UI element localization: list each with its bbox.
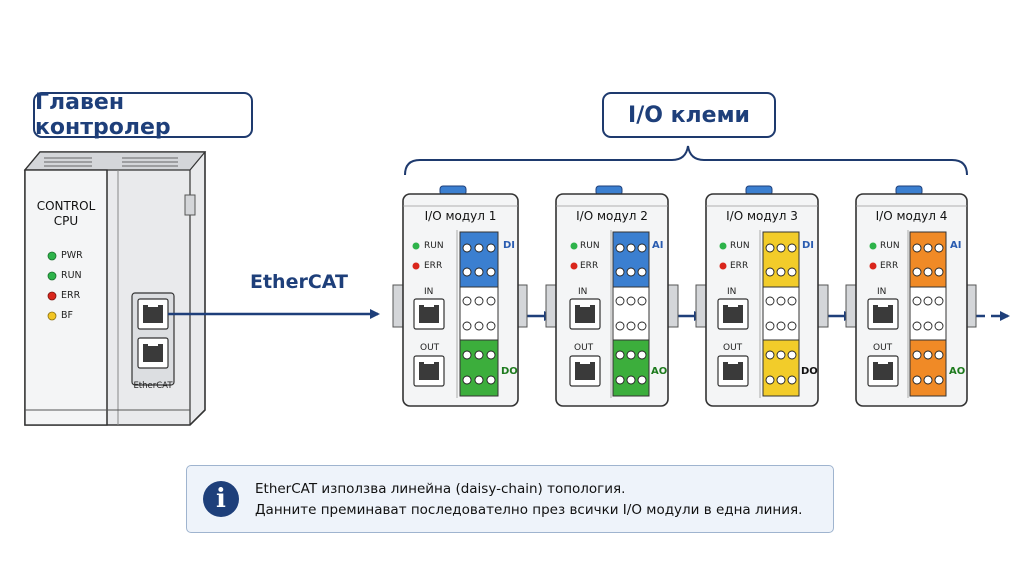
info-icon: i: [203, 481, 239, 517]
main-controller-title-text: Главен контролер: [35, 90, 171, 140]
module-1-title: I/O модул 1: [424, 209, 497, 223]
module-3-out-label: OUT: [723, 343, 743, 353]
pwr-led: [47, 251, 57, 261]
module-1-in-label: IN: [424, 287, 434, 297]
pwr-led-label: PWR: [61, 250, 83, 261]
module-1-err-label: ERR: [424, 261, 443, 271]
io-module-2: [545, 185, 679, 407]
info-line-2: Данните преминават последователно през в…: [255, 502, 803, 518]
main-controller-title: Главен контролер: [33, 90, 253, 140]
module-2-in-label: IN: [578, 287, 588, 297]
err-led: [47, 291, 57, 301]
bf-led-label: BF: [61, 310, 73, 321]
module-4-title: I/O модул 4: [875, 209, 948, 223]
module-2-run-label: RUN: [580, 241, 600, 251]
io-terminals-title-text: I/O клеми: [628, 102, 750, 128]
io-module-1: [392, 185, 528, 407]
io-terminals-title: I/O клеми: [602, 92, 776, 138]
module-4-bottom-signal: AO: [949, 366, 966, 377]
module-4-top-signal: AI: [950, 240, 962, 251]
err-led-label: ERR: [61, 290, 81, 301]
module-4-in-label: IN: [877, 287, 887, 297]
module-3-title: I/O модул 3: [726, 209, 798, 223]
io-brace: [404, 145, 968, 176]
module-3-err-label: ERR: [730, 261, 749, 271]
info-line-1: EtherCAT използва линейна (daisy-chain) …: [255, 481, 626, 497]
module-2-bottom-signal: AO: [651, 366, 668, 377]
controller-label-control: CONTROL: [36, 199, 96, 213]
module-2-title: I/O модул 2: [576, 209, 648, 223]
run-led: [47, 271, 57, 281]
controller-ethercat-port-label: EtherCAT: [133, 381, 173, 391]
module-1-run-label: RUN: [424, 241, 444, 251]
module-2-err-label: ERR: [580, 261, 599, 271]
run-led-label: RUN: [61, 270, 82, 281]
module-4-out-label: OUT: [873, 343, 893, 353]
bf-led: [47, 311, 57, 321]
module-3-top-signal: DI: [802, 240, 815, 251]
module-1-top-signal: DI: [503, 240, 516, 251]
io-module-4: [845, 185, 977, 407]
module-1-bottom-signal: DO: [501, 366, 518, 377]
module-3-run-label: RUN: [730, 241, 750, 251]
module-4-err-label: ERR: [880, 261, 899, 271]
controller-device: [23, 151, 207, 426]
io-module-3: [695, 185, 829, 407]
controller-label-cpu: CPU: [53, 214, 79, 228]
module-3-in-label: IN: [727, 287, 737, 297]
module-2-out-label: OUT: [574, 343, 594, 353]
info-box: i EtherCAT използва линейна (daisy-chain…: [186, 465, 834, 533]
module-3-bottom-signal: DO: [801, 366, 818, 377]
module-2-top-signal: AI: [652, 240, 664, 251]
module-4-run-label: RUN: [880, 241, 900, 251]
ethercat-label: EtherCAT: [250, 271, 348, 293]
module-1-out-label: OUT: [420, 343, 440, 353]
